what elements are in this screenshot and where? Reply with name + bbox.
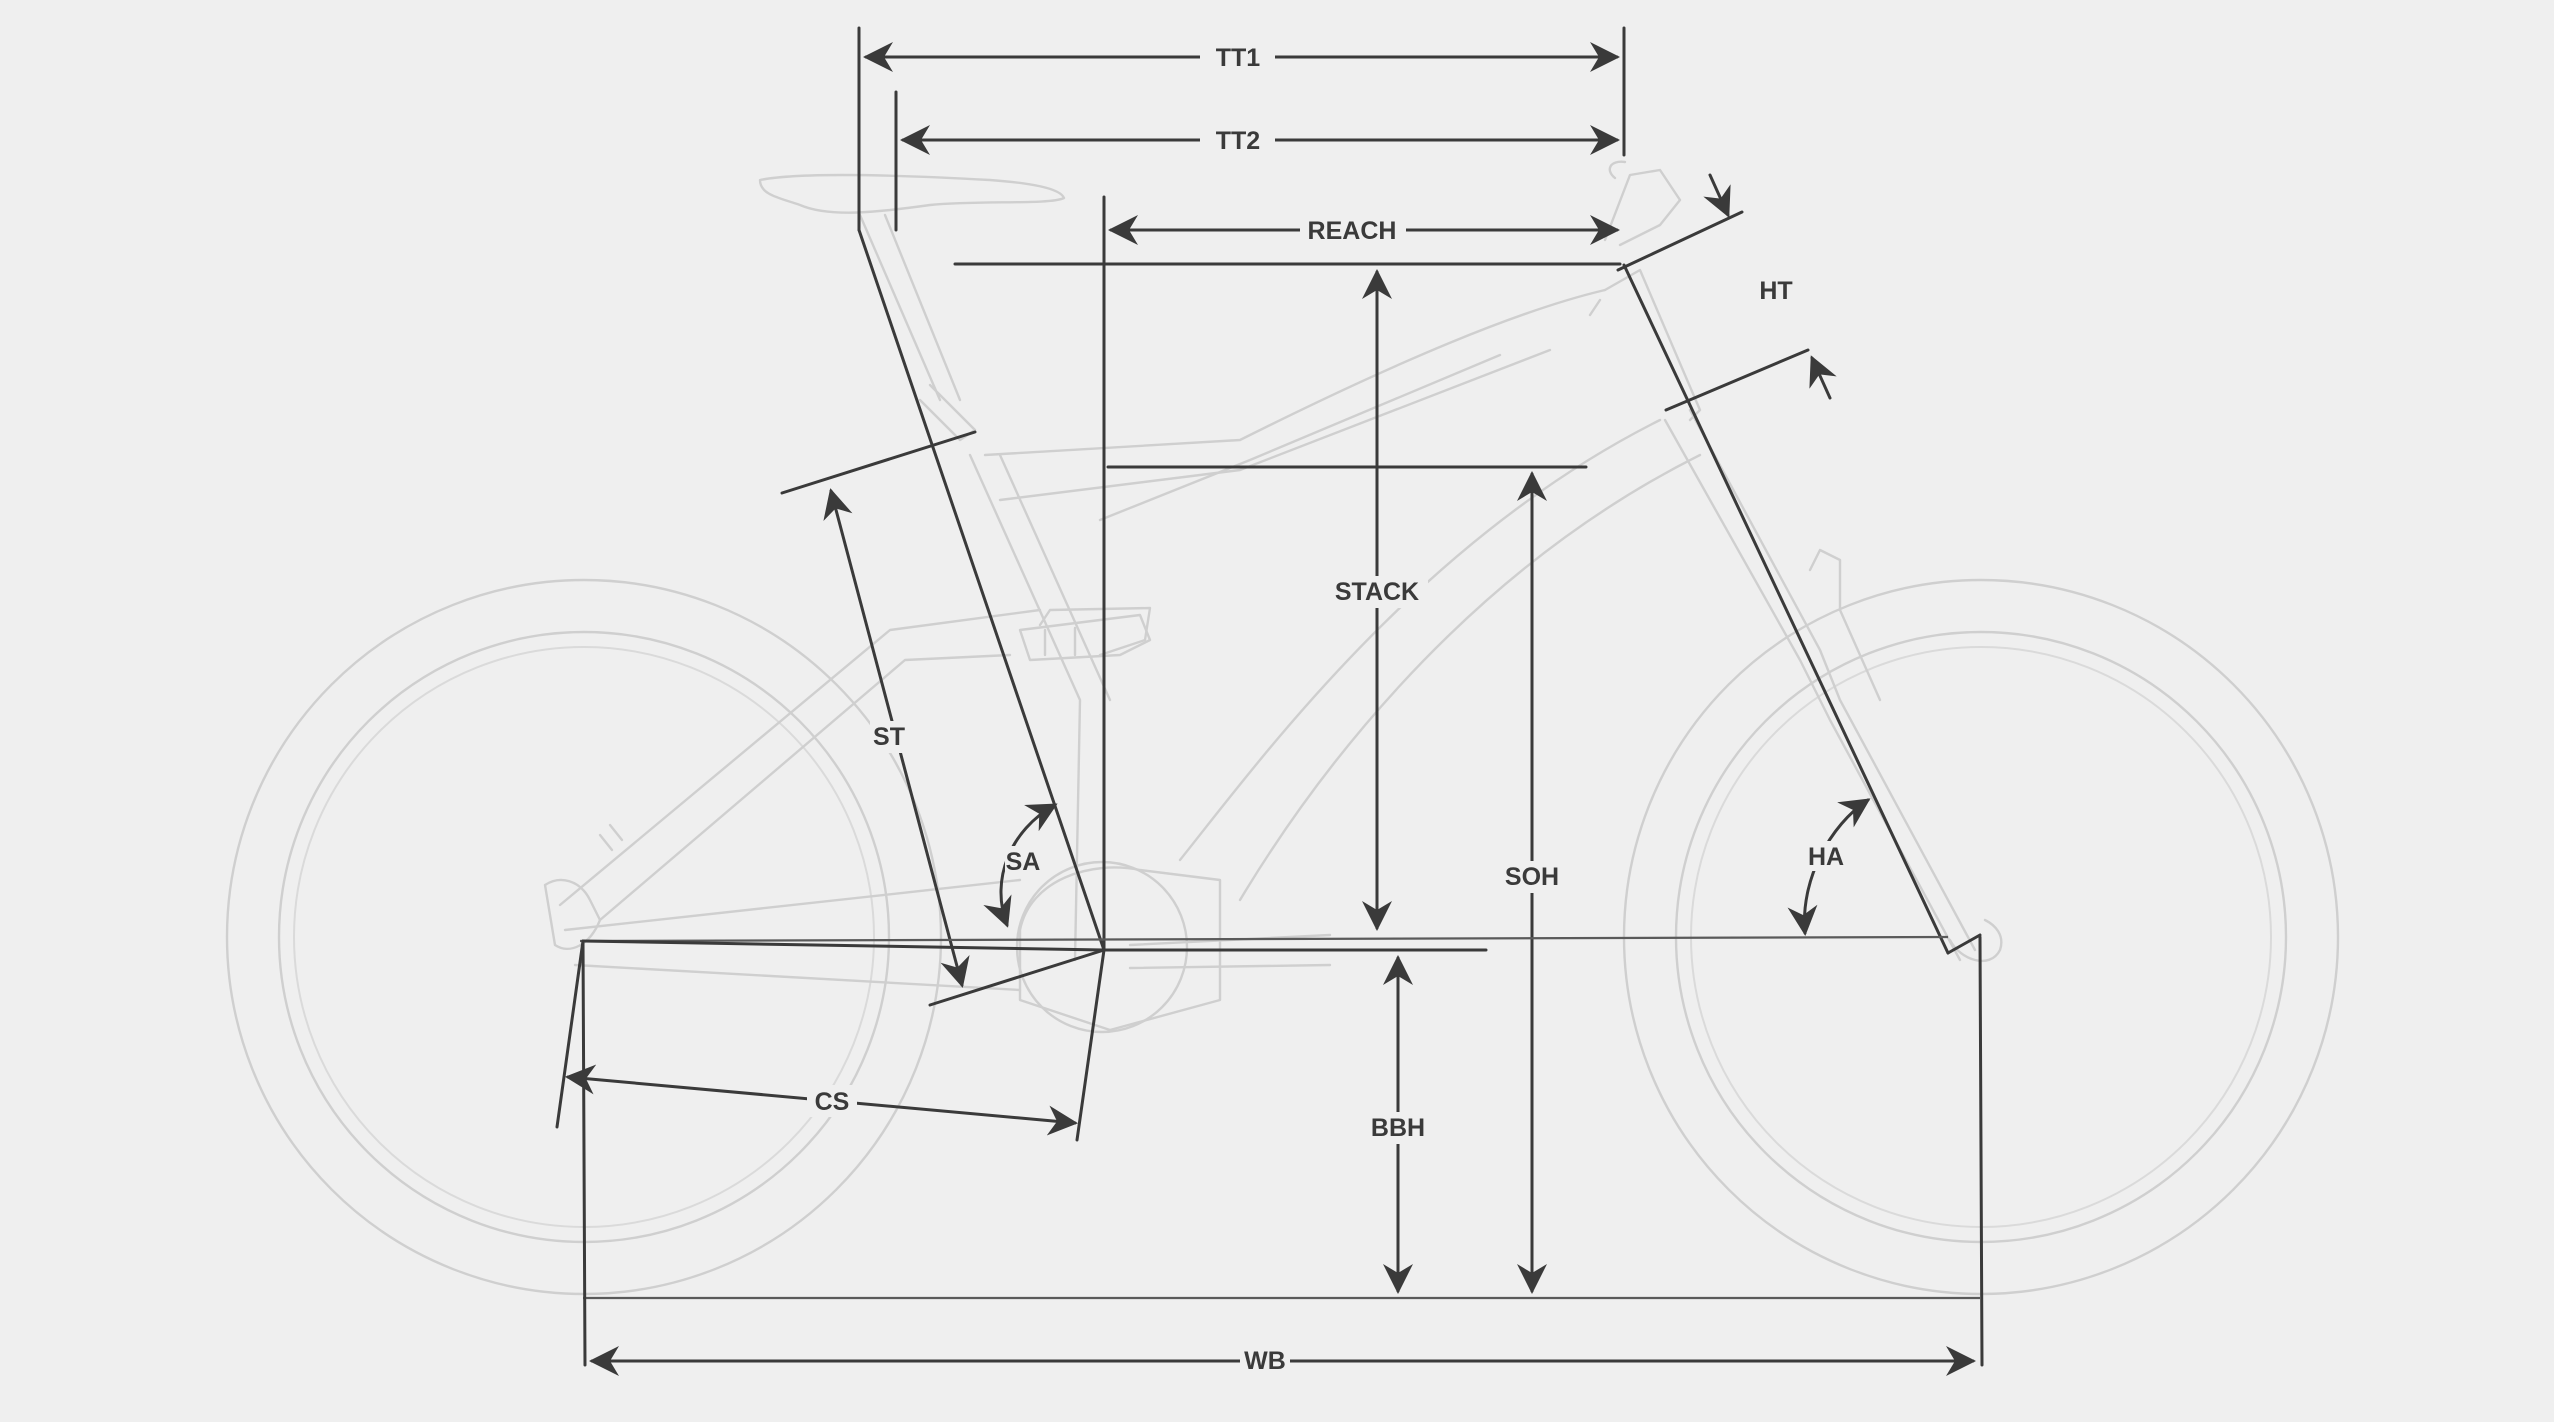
- down-tube: [1178, 418, 1702, 902]
- front-axle-drop: [1946, 933, 1982, 955]
- stack-dimension: STACK: [1328, 269, 1428, 931]
- reach-dimension: REACH: [953, 195, 1622, 952]
- tt2-label: TT2: [1216, 127, 1260, 155]
- st-label: ST: [873, 723, 905, 751]
- ha-label: HA: [1808, 843, 1844, 871]
- fork-lower: [1808, 548, 2003, 962]
- bbh-label: BBH: [1371, 1114, 1425, 1142]
- fork: [1663, 408, 1977, 962]
- bbh-dimension: BBH: [1365, 955, 1431, 1294]
- st-dimension: ST: [780, 430, 1106, 1007]
- stack-label: STACK: [1335, 578, 1419, 606]
- rear-axle-line: [579, 935, 1949, 943]
- seatstay: [558, 608, 1042, 922]
- reach-label: REACH: [1308, 217, 1397, 245]
- cs-dimension: CS: [555, 939, 1106, 1142]
- wb-label: WB: [1244, 1347, 1286, 1375]
- ht-label: HT: [1759, 277, 1792, 305]
- rear-shock-body: [1043, 626, 1077, 657]
- bike-outline: [225, 160, 2340, 1296]
- tt1-label: TT1: [1216, 44, 1261, 72]
- dimension-lines: TT1 TT2 REACH HT: [555, 26, 1984, 1377]
- sa-label: SA: [1006, 848, 1041, 876]
- rear-dropout: [543, 878, 602, 950]
- ht-dimension: HT: [1616, 173, 1837, 412]
- rear-shock: [1018, 613, 1152, 662]
- frame-detail: [1038, 606, 1152, 657]
- tt2-dimension: TT2: [894, 90, 1620, 232]
- sa-dimension: SA: [983, 803, 1058, 928]
- seatstay-detail: [598, 823, 624, 852]
- ha-dimension: HA: [1787, 798, 1871, 936]
- top-tube: [983, 288, 1607, 502]
- motor: [1015, 860, 1222, 1034]
- top-tube-lower: [1098, 353, 1502, 522]
- bb-drop-line: [581, 939, 1106, 952]
- soh-label: SOH: [1505, 863, 1559, 891]
- seat-tube-axis: [857, 228, 1106, 952]
- tt1-dimension: TT1: [857, 26, 1626, 232]
- saddle: [758, 173, 1066, 214]
- cs-label: CS: [815, 1088, 850, 1116]
- wb-dimension: WB: [581, 935, 1984, 1377]
- soh-dimension: SOH: [1502, 471, 1562, 1294]
- chainstay: [563, 878, 1022, 992]
- head-tube: [1588, 268, 1702, 422]
- handlebar-stem: [1603, 160, 1682, 247]
- head-angle-axis: [1622, 263, 1950, 955]
